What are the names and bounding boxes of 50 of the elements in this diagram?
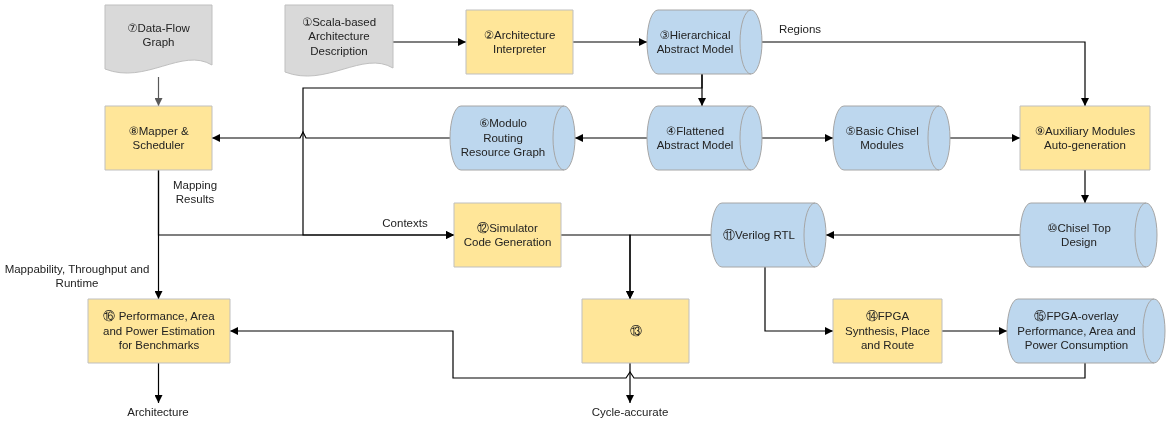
arrow xyxy=(941,327,1008,335)
document-shape xyxy=(285,5,393,80)
node-label: ④Flattened Abstract Model xyxy=(655,123,735,153)
arrow xyxy=(229,327,1086,379)
arrow xyxy=(764,266,834,335)
arrow xyxy=(574,134,648,142)
arrow xyxy=(949,134,1021,142)
node-label: ②Architecture Interpreter xyxy=(482,27,557,57)
node-label: ⑬ xyxy=(629,323,642,339)
node-label: ⑨Auxiliary Modules Auto-generation xyxy=(1033,123,1137,153)
process-box xyxy=(466,10,573,74)
node-label: Cycle-accurate xyxy=(591,404,669,420)
process-box xyxy=(454,203,561,267)
node-label: ⑤Basic Chisel Modules xyxy=(844,123,920,153)
data-cylinder xyxy=(1007,299,1165,363)
arrow xyxy=(761,134,834,142)
arrow xyxy=(1081,169,1089,204)
process-box xyxy=(88,299,230,363)
node-label: Architecture xyxy=(127,404,189,420)
process-box xyxy=(1020,106,1150,170)
node-label: ⑥Modulo Routing Resource Graph xyxy=(459,116,547,160)
data-cylinder xyxy=(450,106,575,170)
arrow xyxy=(572,38,648,46)
process-box xyxy=(833,299,942,363)
arrow xyxy=(392,38,467,46)
node-label: ⑮FPGA-overlay Performance, Area and Power Consumption xyxy=(1016,309,1137,353)
data-cylinder xyxy=(1020,203,1157,267)
arrow xyxy=(626,362,634,404)
data-cylinder xyxy=(711,203,826,267)
node-label: ⑭FPGA Synthesis, Place and Route xyxy=(844,309,931,353)
arrow xyxy=(154,76,163,107)
process-box xyxy=(582,299,689,363)
node-label: ⑪Verilog RTL xyxy=(723,227,795,243)
data-cylinder xyxy=(647,10,762,74)
arrow xyxy=(154,362,163,404)
node-label: ⑯ Performance, Area and Power Estimation for Benchmarks xyxy=(102,309,216,353)
node-label: ①Scala-based Architecture Description xyxy=(300,14,378,59)
node-label: ③Hierarchical Abstract Model xyxy=(655,27,735,57)
node-label: ⑧Mapper & Scheduler xyxy=(127,123,190,153)
node-label: ⑦Data-Flow Graph xyxy=(126,20,191,50)
document-shape xyxy=(105,5,212,77)
arrow xyxy=(825,231,1021,239)
data-cylinder xyxy=(833,106,950,170)
arrow xyxy=(761,41,1089,107)
node-label: ⑩Chisel Top Design xyxy=(1046,220,1112,250)
node-label: ⑫Simulator Code Generation xyxy=(462,220,553,250)
arrow xyxy=(626,234,712,300)
process-box xyxy=(105,106,212,170)
data-cylinder xyxy=(647,106,762,170)
arrow xyxy=(154,169,163,300)
